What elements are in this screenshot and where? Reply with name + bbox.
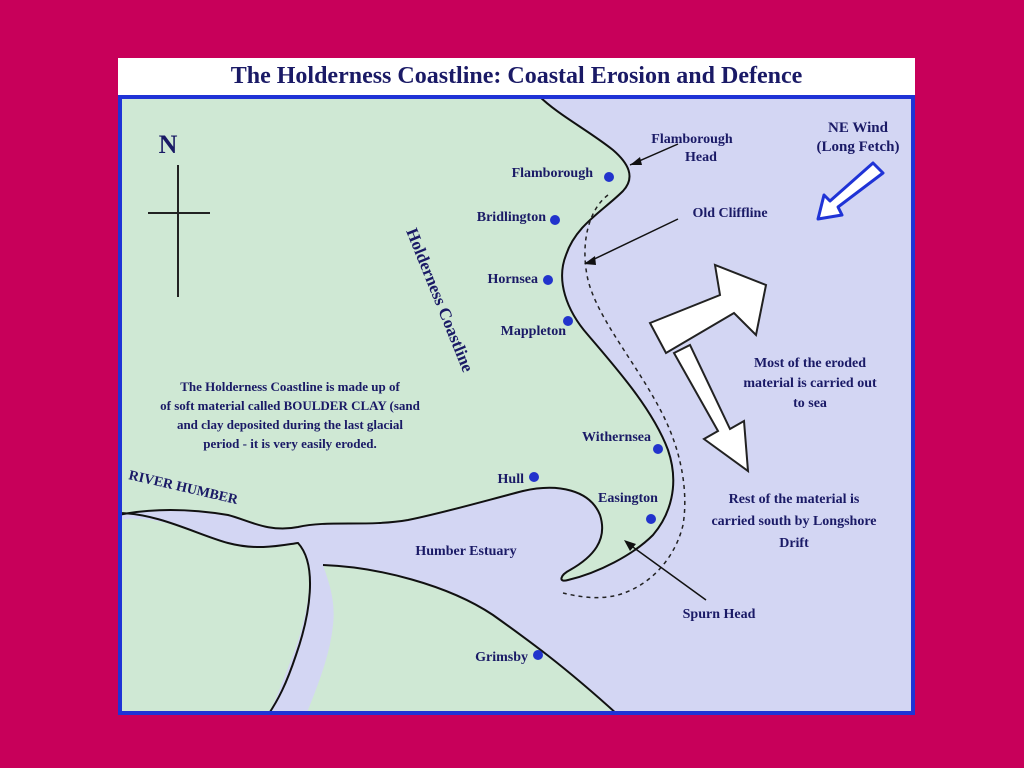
town-marker-flamborough bbox=[604, 172, 614, 182]
page-title: The Holderness Coastline: Coastal Erosio… bbox=[230, 63, 803, 89]
town-label-grimsby: Grimsby bbox=[475, 650, 528, 665]
pointer-spurn-head-tip bbox=[624, 540, 636, 551]
map: N NE Wind (Long Fetch) bbox=[117, 94, 915, 716]
note-out-to-sea-line: to sea bbox=[793, 396, 827, 411]
note-boulder-clay-line: The Holderness Coastline is made up of bbox=[180, 379, 400, 394]
arrow-out-to-sea-shape bbox=[648, 263, 768, 355]
town-label-withernsea: Withernsea bbox=[582, 430, 651, 445]
note-longshore-line: carried south by Longshore bbox=[711, 514, 876, 529]
pointer-spurn-head bbox=[625, 541, 707, 601]
town-marker-withernsea bbox=[653, 444, 663, 454]
land-south-east bbox=[306, 565, 618, 715]
note-out-to-sea: Most of the eroded material is carried o… bbox=[743, 356, 877, 411]
feature-label-spurn-head: Spurn Head bbox=[683, 607, 756, 622]
note-boulder-clay: The Holderness Coastline is made up of o… bbox=[160, 379, 421, 451]
note-longshore-line: Rest of the material is bbox=[729, 492, 860, 507]
humber-south-shore bbox=[322, 564, 619, 716]
note-out-to-sea-line: material is carried out bbox=[743, 376, 877, 391]
compass-north-label: N bbox=[159, 130, 178, 159]
town-marker-mappleton bbox=[563, 316, 573, 326]
town-label-mappleton: Mappleton bbox=[501, 324, 567, 339]
town-label-hull: Hull bbox=[498, 472, 525, 487]
wind-label-line2: (Long Fetch) bbox=[817, 139, 900, 155]
town-marker-easington bbox=[646, 514, 656, 524]
land-holderness bbox=[117, 94, 675, 582]
wind-label-line1: NE Wind bbox=[828, 120, 889, 136]
town-label-flamborough: Flamborough bbox=[512, 166, 594, 181]
town-label-bridlington: Bridlington bbox=[477, 210, 546, 225]
town-marker-hull bbox=[529, 472, 539, 482]
river-humber-line bbox=[117, 512, 312, 716]
map-svg: N NE Wind (Long Fetch) bbox=[117, 94, 915, 716]
feature-label-flamborough-head-1: Flamborough bbox=[651, 132, 733, 147]
note-boulder-clay-line: and clay deposited during the last glaci… bbox=[177, 417, 403, 432]
pointer-old-cliffline-tip bbox=[584, 256, 596, 265]
map-border bbox=[118, 95, 915, 715]
pointer-flamborough-head-tip bbox=[630, 157, 642, 165]
note-longshore: Rest of the material is carried south by… bbox=[711, 492, 876, 551]
feature-label-flamborough-head-2: Head bbox=[685, 150, 717, 165]
note-longshore-line: Drift bbox=[779, 536, 809, 551]
wind-arrow-shape bbox=[816, 161, 885, 221]
land-south bbox=[118, 518, 310, 715]
note-boulder-clay-line: period - it is very easily eroded. bbox=[203, 436, 376, 451]
compass: N bbox=[148, 130, 210, 297]
town-label-easington: Easington bbox=[598, 491, 658, 506]
town-marker-bridlington bbox=[550, 215, 560, 225]
feature-label-old-cliffline: Old Cliffline bbox=[692, 206, 767, 221]
arrow-longshore-shape bbox=[672, 343, 750, 474]
town-marker-hornsea bbox=[543, 275, 553, 285]
note-out-to-sea-line: Most of the eroded bbox=[754, 356, 866, 371]
note-boulder-clay-line: of soft material called BOULDER CLAY (sa… bbox=[160, 398, 421, 413]
town-label-hornsea: Hornsea bbox=[487, 272, 538, 287]
title-bar: The Holderness Coastline: Coastal Erosio… bbox=[118, 58, 915, 95]
town-marker-grimsby bbox=[533, 650, 543, 660]
pointer-old-cliffline bbox=[585, 218, 679, 264]
feature-label-humber-estuary: Humber Estuary bbox=[415, 544, 516, 559]
